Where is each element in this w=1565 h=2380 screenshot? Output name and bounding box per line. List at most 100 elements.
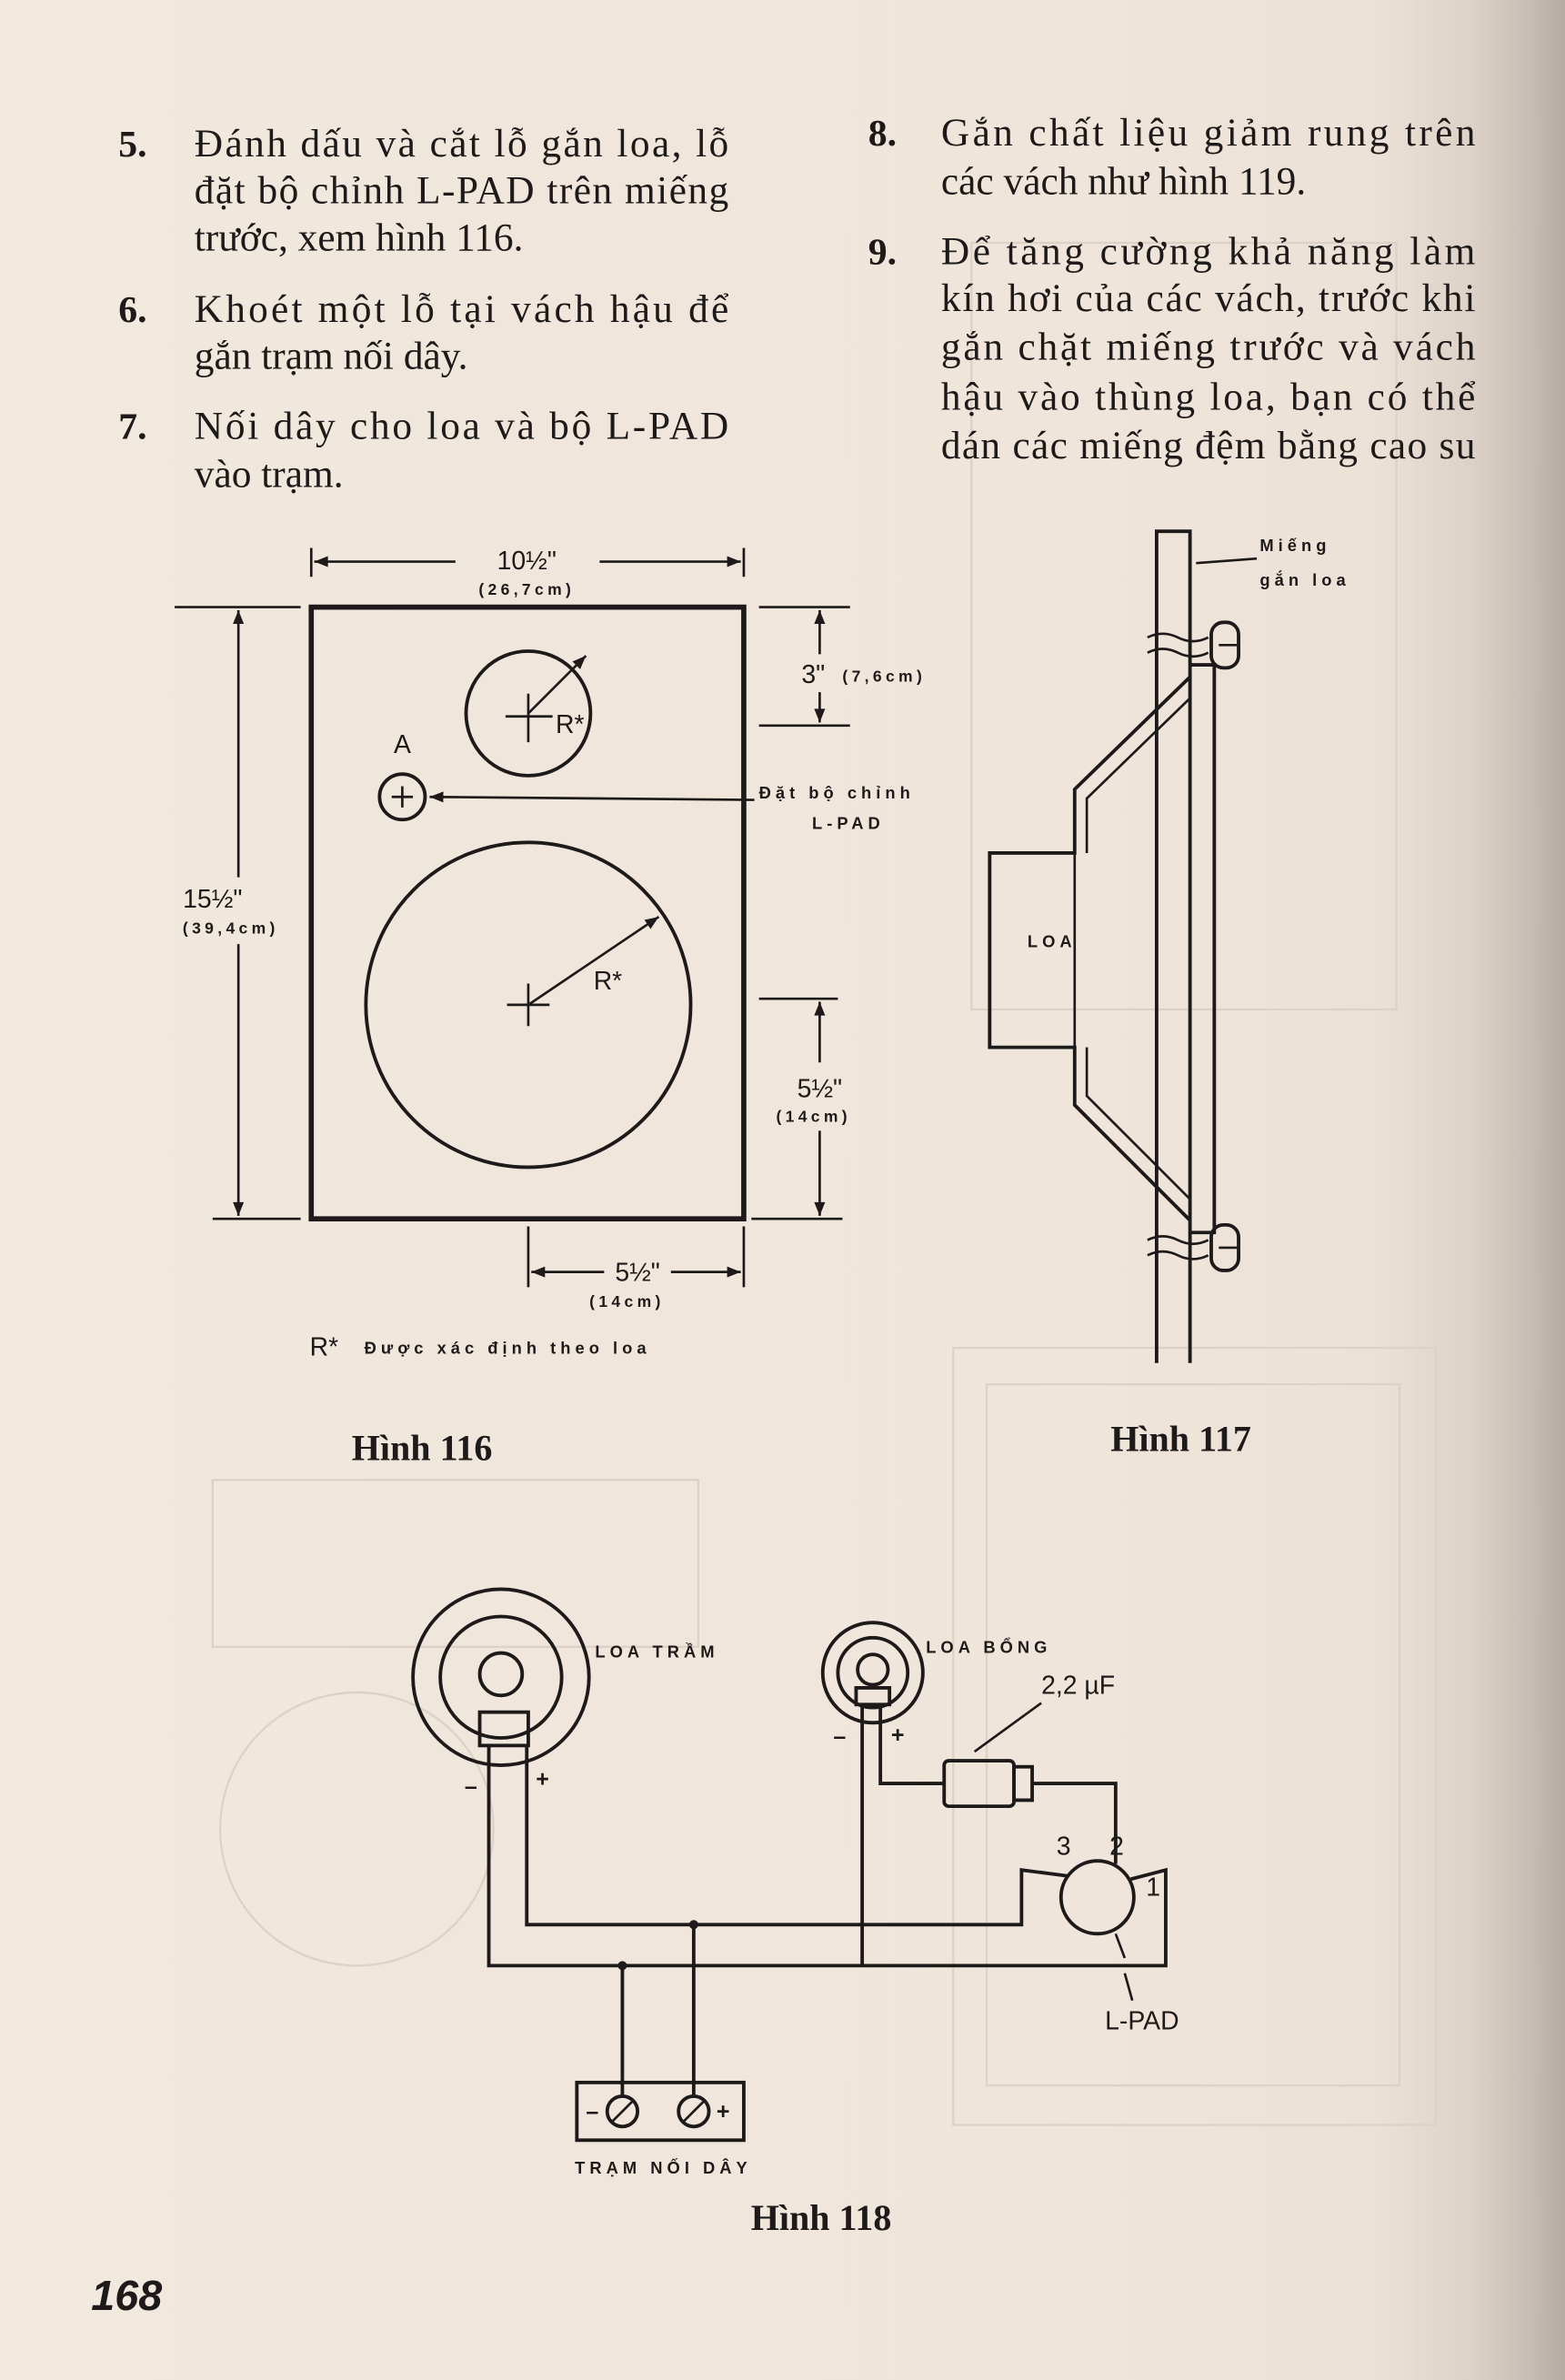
- bleed-through-marks: [211, 241, 1438, 2126]
- capacitor-label: 2,2 µF: [1041, 1672, 1115, 1701]
- wire-positive-bus: [525, 1745, 1069, 1927]
- tweeter-dome: [856, 1652, 890, 1687]
- front-panel-outline: [308, 604, 747, 1222]
- footnote-symbol: R*: [310, 1332, 339, 1361]
- figure-116-caption: Hình 116: [352, 1428, 493, 1469]
- tweeter-terminal-block: [854, 1686, 892, 1707]
- woofer-radius-arrow: [527, 915, 660, 1006]
- instruction-9-line-4: hậu vào thùng loa, bạn có thể: [941, 376, 1476, 419]
- mounting-screw-bottom: [1147, 1222, 1240, 1272]
- screw-thread: [1147, 648, 1209, 658]
- lpad-hole-label: A: [394, 730, 411, 759]
- woofer-offset-metric-label: (14cm): [776, 1107, 851, 1125]
- woofer-label: LOA TRẦM: [595, 1642, 718, 1662]
- tweeter-radius-label: R*: [556, 710, 585, 739]
- instruction-number-7: 7.: [118, 406, 146, 447]
- baffle-board: [1154, 529, 1192, 1363]
- lpad-terminal-1: 1: [1146, 1873, 1160, 1903]
- tweeter-hole: [464, 649, 593, 778]
- lpad-leader-mark: [1114, 1933, 1127, 1959]
- instruction-8-line-1: Gắn chất liệu giảm rung trên: [941, 111, 1476, 155]
- instruction-6-line-2: gắn trạm nối dây.: [195, 335, 468, 378]
- width-label: 10½": [497, 547, 557, 576]
- figure-116-front-panel-layout: 10½" (26,7cm) 15½" (39,4cm) R* 3" (7,6cm…: [175, 547, 922, 1469]
- lpad-note-line-2: L-PAD: [812, 813, 885, 832]
- speaker-label: LOA: [1028, 931, 1077, 950]
- instruction-5-line-2: đặt bộ chỉnh L-PAD trên miếng: [195, 169, 728, 213]
- instruction-7-line-2: vào trạm.: [195, 453, 344, 497]
- wire-capacitor-to-lpad: [1032, 1782, 1118, 1864]
- speaker-cone-line-bottom: [1085, 1047, 1191, 1200]
- woofer-symbol: [411, 1587, 591, 1767]
- baffle-leader-line: [1196, 557, 1258, 565]
- terminal-minus-sign: –: [586, 2099, 598, 2124]
- instructions-left-column: 5. Đánh dấu và cắt lỗ gắn loa, lỗ đặt bộ…: [118, 122, 729, 497]
- woofer-center-label: 5½": [615, 1259, 660, 1288]
- instruction-number-9: 9.: [868, 231, 897, 273]
- woofer-dust-cap: [477, 1651, 525, 1698]
- instruction-5-line-1: Đánh dấu và cắt lỗ gắn loa, lỗ: [195, 122, 728, 166]
- capacitor-leader-line: [973, 1702, 1042, 1753]
- instruction-8-line-2: các vách như hình 119.: [941, 160, 1306, 204]
- lpad-terminal-3: 3: [1057, 1833, 1071, 1862]
- junction-dot: [617, 1961, 627, 1971]
- speaker-flange: [1189, 663, 1217, 1235]
- woofer-hole: [364, 840, 693, 1170]
- screw-thread: [1147, 1250, 1209, 1260]
- tweeter-radius-arrow: [527, 655, 587, 715]
- wire-tweeter-to-capacitor: [878, 1704, 945, 1786]
- woofer-cone-ring: [438, 1614, 564, 1740]
- woofer-minus-sign: –: [465, 1774, 477, 1800]
- instruction-9-line-1: Để tăng cường khả năng làm: [941, 229, 1476, 273]
- instructions-right-column: 8. Gắn chất liệu giảm rung trên các vách…: [868, 111, 1476, 467]
- woofer-outer-ring: [411, 1587, 591, 1767]
- speaker-basket-outline: [988, 676, 1191, 1222]
- figure-118-caption: Hình 118: [751, 2197, 892, 2238]
- terminal-screw-positive: [677, 2094, 711, 2129]
- lpad-label: L-PAD: [1105, 2006, 1179, 2035]
- speaker-cone-line-top: [1085, 697, 1191, 853]
- instruction-number-6: 6.: [118, 289, 146, 331]
- page-number: 168: [91, 2272, 162, 2319]
- capacitor-end-cap: [1012, 1764, 1034, 1803]
- instruction-6-line-1: Khoét một lỗ tại vách hậu để: [195, 287, 729, 331]
- capacitor-body: [942, 1759, 1016, 1809]
- instruction-number-5: 5.: [118, 124, 146, 166]
- baffle-label-line-1: Miếng: [1259, 536, 1330, 555]
- lpad-symbol: [1058, 1859, 1136, 1936]
- figure-118-wiring-diagram: LOA TRẦM – + LOA BỔNG – + 2,2 µF 3 2 1 L…: [411, 1587, 1179, 2238]
- footnote-text: Được xác định theo loa: [365, 1339, 651, 1358]
- lpad-note-line-1: Đặt bộ chỉnh: [759, 783, 915, 802]
- bleed-through-circle: [218, 1691, 495, 1967]
- wire-negative-bus: [487, 1745, 1168, 1968]
- height-metric-label: (39,4cm): [183, 919, 279, 937]
- screw-head: [1209, 620, 1240, 670]
- tweeter-symbol: [820, 1621, 925, 1725]
- baffle-label-line-2: gắn loa: [1259, 570, 1349, 589]
- woofer-plus-sign: +: [536, 1766, 549, 1792]
- tweeter-inner-ring: [836, 1635, 910, 1710]
- woofer-offset-label: 5½": [798, 1075, 843, 1104]
- instruction-9-line-5: dán các miếng đệm bằng cao su: [941, 424, 1475, 467]
- screw-head: [1209, 1222, 1240, 1272]
- tweeter-label: LOA BỔNG: [926, 1638, 1051, 1657]
- lpad-leader-mark: [1123, 1973, 1134, 2002]
- tweeter-minus-sign: –: [833, 1724, 846, 1750]
- tweeter-outer-ring: [820, 1621, 925, 1725]
- figure-117-speaker-mount-side-view: Miếng gắn loa LOA Hình 117: [988, 529, 1349, 1460]
- height-label: 15½": [183, 885, 242, 914]
- width-metric-label: (26,7cm): [478, 580, 575, 598]
- screw-thread: [1147, 632, 1209, 643]
- instruction-5-line-3: trước, xem hình 116.: [195, 216, 524, 259]
- lpad-pointer-arrow: [429, 791, 755, 803]
- terminal-screw-slot: [682, 2099, 706, 2124]
- junction-dot: [688, 1920, 698, 1930]
- terminal-strip: [575, 2080, 746, 2143]
- mounting-screw-top: [1147, 620, 1240, 670]
- woofer-radius-label: R*: [594, 967, 623, 996]
- tweeter-plus-sign: +: [891, 1722, 905, 1748]
- bleed-through-rect: [211, 1479, 700, 1649]
- screw-thread: [1147, 1235, 1209, 1246]
